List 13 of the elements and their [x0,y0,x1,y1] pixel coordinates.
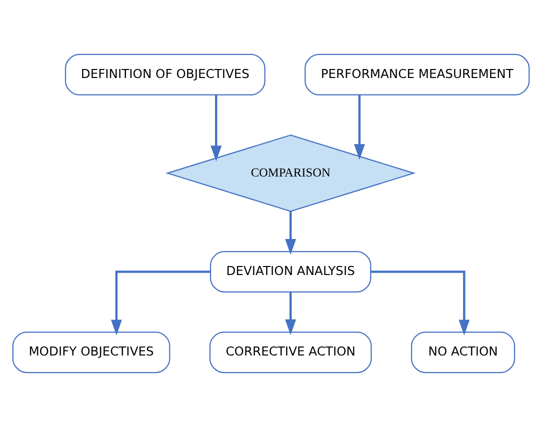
arrow [285,211,296,255]
arrow [210,95,222,162]
node-box: DEVIATION ANALYSIS [210,251,372,292]
node-box: MODIFY OBJECTIVES [12,332,170,374]
node-diamond: COMPARISON [166,134,416,212]
node-box: PERFORMANCE MEASUREMENT [304,54,530,96]
arrow [354,95,365,160]
arrow [370,270,470,336]
arrow [285,292,296,336]
arrow [110,270,210,336]
node-box: NO ACTION [410,332,516,374]
node-box: CORRECTIVE ACTION [209,332,372,374]
node-box: DEFINITION OF OBJECTIVES [64,54,266,96]
